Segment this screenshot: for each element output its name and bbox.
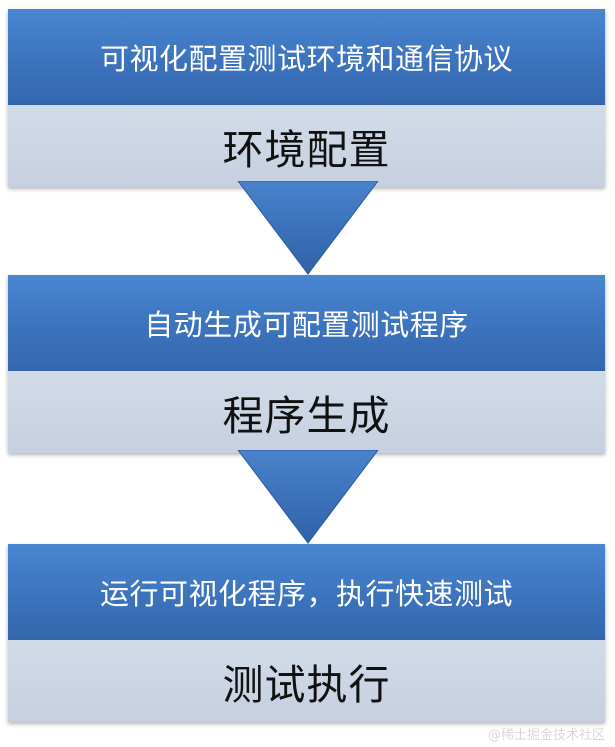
step-program-generation: 自动生成可配置测试程序 程序生成 [8, 275, 605, 453]
down-arrow-icon [237, 450, 379, 544]
watermark: @稀土掘金技术社区 [487, 728, 605, 743]
step-test-execution: 运行可视化程序，执行快速测试 测试执行 [8, 544, 605, 722]
step-environment-config: 可视化配置测试环境和通信协议 环境配置 [8, 9, 605, 187]
step-2-header: 自动生成可配置测试程序 [8, 275, 605, 371]
step-2-body: 程序生成 [8, 371, 605, 453]
step-1-body: 环境配置 [8, 105, 605, 187]
step-1-header: 可视化配置测试环境和通信协议 [8, 9, 605, 105]
step-3-body: 测试执行 [8, 640, 605, 722]
down-arrow-icon [237, 181, 379, 275]
step-3-header: 运行可视化程序，执行快速测试 [8, 544, 605, 640]
